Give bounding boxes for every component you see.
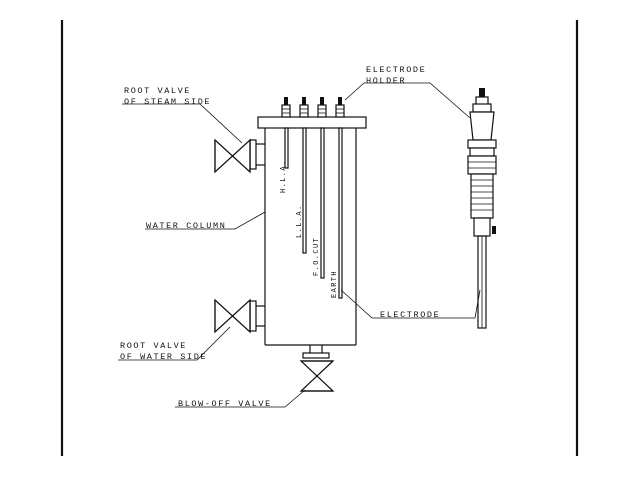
- label-electrode-holder-1: ELECTRODE: [366, 65, 426, 75]
- label-earth: EARTH: [331, 270, 339, 298]
- electrode-holder-plate: [257, 116, 367, 129]
- label-root-valve-steam-2: OF STEAM SIDE: [124, 97, 211, 107]
- leader-lines: [118, 82, 481, 408]
- water-side-root-valve: [214, 298, 265, 334]
- fitting-earth: [335, 97, 345, 118]
- label-root-valve-water-1: ROOT VALVE: [120, 341, 187, 351]
- label-blow-off-valve: BLOW-OFF VALVE: [178, 399, 272, 409]
- fitting-hla: [281, 97, 291, 118]
- electrode-detail: [467, 88, 497, 329]
- label-water-column: WATER COLUMN: [146, 221, 226, 231]
- steam-side-root-valve: [214, 138, 265, 174]
- label-root-valve-water-2: OF WATER SIDE: [120, 352, 207, 362]
- label-hla: H.L.A.: [280, 159, 288, 193]
- fitting-fo-cut: [317, 97, 327, 118]
- label-fo-cut: F.O.CUT: [313, 237, 321, 276]
- fitting-lla: [299, 97, 309, 118]
- blow-off-valve: [299, 345, 335, 392]
- electrode-rods: [284, 127, 343, 299]
- label-lla: L.L.A.: [296, 204, 304, 238]
- label-electrode: ELECTRODE: [380, 310, 440, 320]
- label-electrode-holder-2: HOLDER: [366, 76, 406, 86]
- label-root-valve-steam-1: ROOT VALVE: [124, 86, 191, 96]
- electrode-fittings: [281, 97, 345, 118]
